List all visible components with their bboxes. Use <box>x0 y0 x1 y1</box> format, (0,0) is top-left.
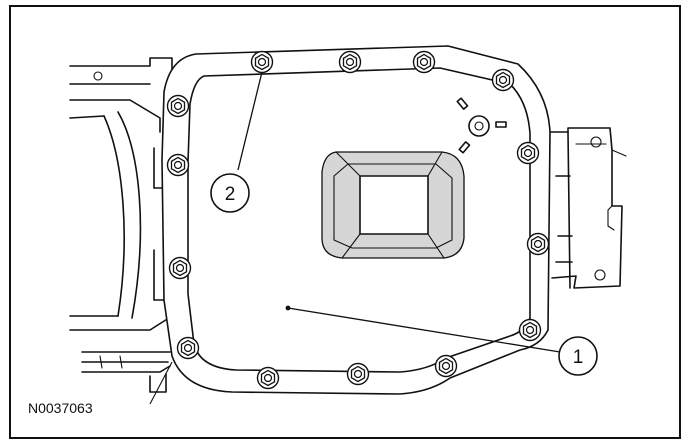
bolt <box>516 141 540 165</box>
callout-2: 2 <box>210 173 250 213</box>
callout-2-circle <box>210 173 250 213</box>
pan-center-recess <box>321 151 465 259</box>
drain-plug <box>456 97 507 154</box>
bolt <box>168 256 192 280</box>
right-mount-bracket <box>542 126 627 289</box>
reference-code: N0037063 <box>28 400 93 416</box>
bolt <box>166 153 190 177</box>
callout-2-label: 2 <box>225 184 236 205</box>
leader-dot-1 <box>285 305 291 311</box>
bolt <box>166 94 190 118</box>
callout-1: 1 <box>558 336 598 376</box>
bolt <box>434 354 458 378</box>
bolt <box>338 50 362 74</box>
callout-1-circle <box>558 336 598 376</box>
bolt <box>412 50 436 74</box>
pan-bolts <box>166 50 550 390</box>
oil-pan-inner-edge <box>187 67 531 373</box>
leader-line-2 <box>237 71 263 171</box>
leader-line-ref <box>149 361 173 405</box>
bolt <box>176 336 200 360</box>
bolt <box>346 362 370 386</box>
diagram-frame <box>9 5 681 439</box>
leader-line-1 <box>287 307 561 353</box>
bolt <box>491 68 515 92</box>
bolt <box>526 232 550 256</box>
bolt <box>250 50 274 74</box>
bolt <box>518 318 542 342</box>
callout-1-label: 1 <box>573 347 584 368</box>
bolt <box>256 366 280 390</box>
